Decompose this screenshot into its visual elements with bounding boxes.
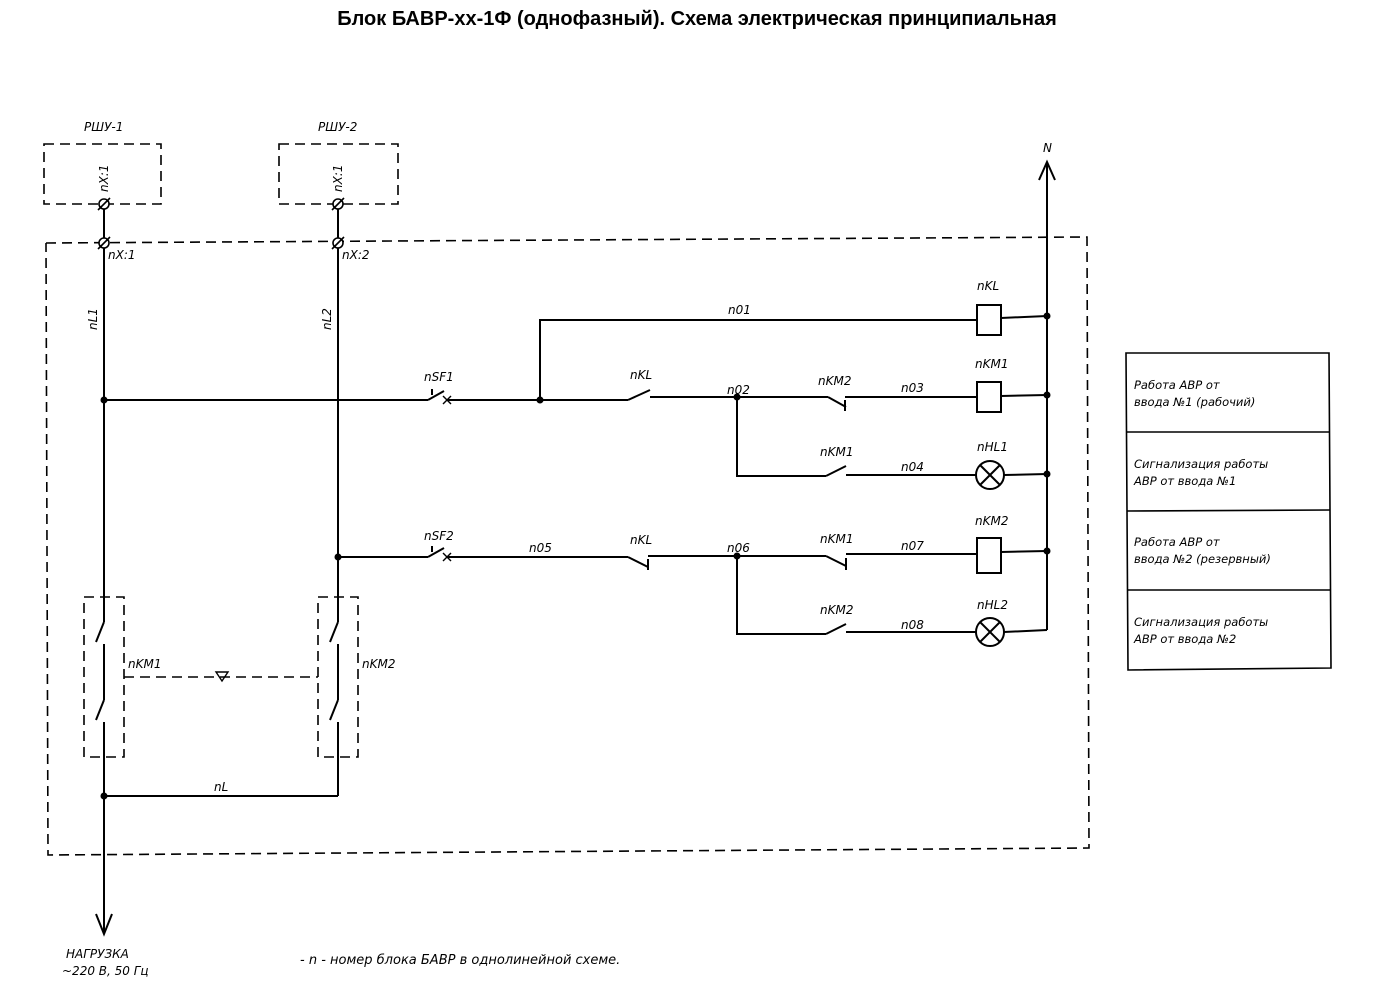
nkl-contact-2-label: nKL: [630, 533, 652, 547]
nsf2-breaker: [427, 546, 452, 562]
nsf1-breaker: [427, 389, 452, 405]
rshu2-box: [278, 143, 399, 205]
rshu2-label: РШУ-2: [318, 120, 357, 134]
node-n-1: [1043, 312, 1051, 320]
nhl1-label: nHL1: [977, 440, 1008, 454]
table-row-3-line-1: Работа АВР от: [1134, 535, 1220, 549]
wire-n02-label: n02: [727, 383, 750, 397]
nkm1-contact-1-label: nKM1: [820, 445, 853, 459]
neutral-arrow-icon: [1038, 159, 1056, 181]
wire-n06-branch: [736, 556, 826, 635]
table-row-1-line-1: Работа АВР от: [1134, 378, 1220, 392]
nkl-coil: [976, 304, 1002, 336]
nkl-contact-2: [627, 556, 649, 570]
nsf2-label: nSF2: [424, 529, 454, 543]
table-row-4-line-1: Сигнализация работы: [1134, 615, 1268, 629]
nkm2-power-label: nKM2: [362, 657, 395, 671]
node-l2: [334, 553, 342, 561]
nkm1-contact-2: [825, 555, 847, 570]
table-row-4-line-2: АВР от ввода №2: [1133, 632, 1236, 646]
wire-n03-label: n03: [901, 381, 924, 395]
nkl-coil-label: nKL: [977, 279, 999, 293]
terminal-outer-1-label: nX:1: [97, 164, 111, 192]
node-l1: [100, 396, 108, 404]
terminal-in-2-label: nX:2: [342, 248, 370, 262]
nkm1-coil: [976, 381, 1002, 413]
nkm1-power-label: nKM1: [128, 657, 161, 671]
load-label-line1: НАГРУЗКА: [66, 947, 129, 961]
nkm1-contact-1: [825, 465, 847, 477]
nkm1-coil-label: nKM1: [975, 357, 1008, 371]
nkm2-contact-2: [825, 623, 847, 635]
wire-n02-branch: [736, 397, 826, 477]
function-table: Работа АВР от ввода №1 (рабочий) Сигнали…: [1125, 352, 1332, 671]
node-n-3: [1043, 470, 1051, 478]
rshu1-label: РШУ-1: [84, 120, 123, 134]
wire-nL1-label: nL1: [86, 308, 100, 330]
nkm2-contact-1: [827, 396, 847, 411]
nhl2-label: nHL2: [977, 598, 1008, 612]
nkm1-power-contacts: [95, 621, 105, 796]
wire-nkm1-to-n: [1000, 394, 1048, 397]
wire-nkm2-to-n: [1000, 550, 1048, 553]
nhl1-lamp-icon: [975, 460, 1005, 490]
nkm2-coil-label: nKM2: [975, 514, 1008, 528]
table-row-2-line-1: Сигнализация работы: [1134, 457, 1268, 471]
interlock-triangle-icon: [214, 671, 230, 683]
wire-n01-label: n01: [728, 303, 751, 317]
nkl-contact-1-label: nKL: [630, 368, 652, 382]
nkm2-contact-1-label: nKM2: [818, 374, 851, 388]
load-label-line2: ~220 В, 50 Гц: [62, 964, 149, 978]
rshu1-box: [43, 143, 162, 205]
wire-n05-label: n05: [529, 541, 552, 555]
wire-nhl2-to-n: [1003, 629, 1048, 633]
block-boundary: [45, 236, 1090, 856]
terminal-outer-2: [331, 197, 345, 211]
nkm2-coil: [976, 537, 1002, 574]
terminal-outer-1: [97, 197, 111, 211]
neutral-label: N: [1043, 141, 1052, 155]
nkm2-contact-2-label: nKM2: [820, 603, 853, 617]
wire-nhl1-to-n: [1003, 473, 1048, 476]
wire-n01: [539, 319, 977, 400]
table-row-3-line-2: ввода №2 (резервный): [1134, 552, 1271, 566]
nsf1-label: nSF1: [424, 370, 454, 384]
wire-nL-label: nL: [214, 780, 228, 794]
wire-nL2-label: nL2: [320, 308, 334, 330]
nkm2-power-contacts: [329, 621, 339, 796]
wire-n08-label: n08: [901, 618, 924, 632]
wire-n06-label: n06: [727, 541, 750, 555]
nhl2-lamp-icon: [975, 617, 1005, 647]
node-n-2: [1043, 391, 1051, 399]
terminal-in-1-label: nX:1: [108, 248, 136, 262]
node-n-4: [1043, 547, 1051, 555]
table-row-1-line-2: ввода №1 (рабочий): [1134, 395, 1255, 409]
wire-nkl-to-n: [1000, 315, 1048, 319]
wire-n07-label: n07: [901, 539, 924, 553]
page-title: Блок БАВР-xx-1Ф (однофазный). Схема элек…: [337, 8, 1057, 30]
load-arrow-icon: [95, 913, 113, 937]
nkm1-contact-2-label: nKM1: [820, 532, 853, 546]
table-row-2-line-2: АВР от ввода №1: [1133, 474, 1236, 488]
nkl-contact-1: [627, 389, 651, 401]
terminal-outer-2-label: nX:1: [331, 164, 345, 192]
footnote: - n - номер блока БАВР в однолинейной сх…: [300, 953, 620, 968]
wire-n04-label: n04: [901, 460, 924, 474]
